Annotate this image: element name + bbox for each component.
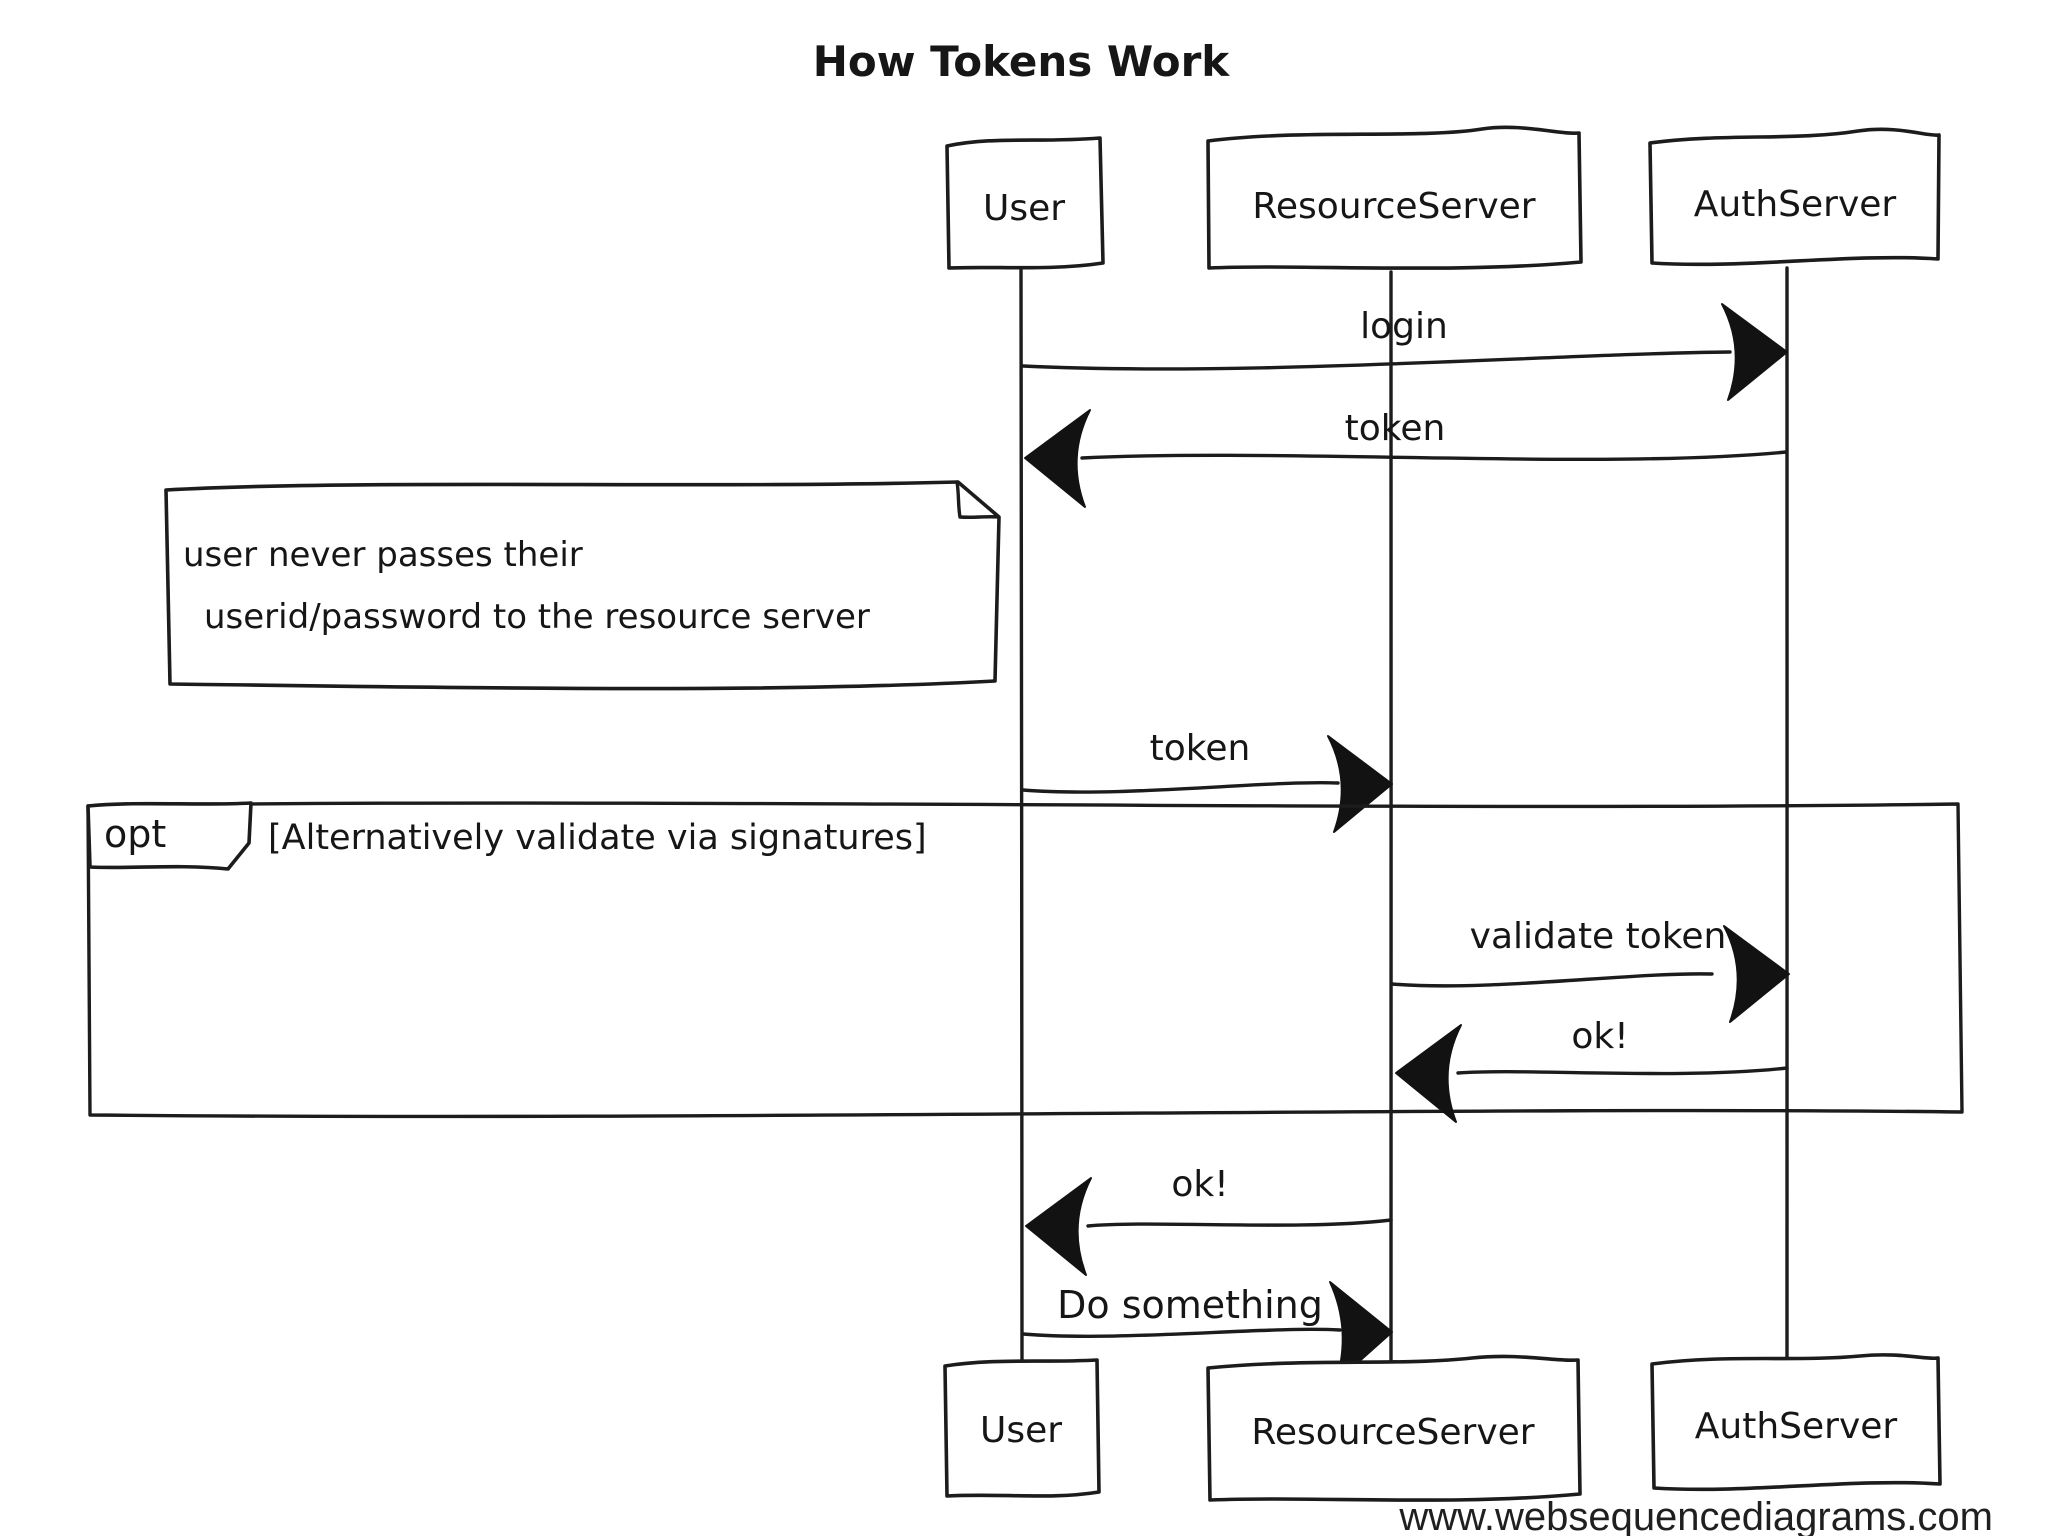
- message-line: [1080, 450, 1788, 462]
- lifeline-resourceserver: [1388, 270, 1394, 1366]
- message-label: ok!: [1171, 1164, 1228, 1205]
- message-line: [1021, 1327, 1342, 1338]
- note-text-line-1: user never passes their: [183, 535, 583, 575]
- actor-label: ResourceServer: [1252, 186, 1535, 227]
- actor-top-resourceserver: ResourceServer: [1206, 125, 1583, 270]
- message-line: [1086, 1218, 1393, 1228]
- actor-box: [1648, 127, 1941, 267]
- arrow-right-icon: [1721, 303, 1788, 401]
- actor-bottom-authserver: AuthServer: [1650, 1353, 1942, 1492]
- message-validate-token: validate token: [1390, 916, 1790, 1023]
- opt-operator-label: opt: [104, 812, 166, 856]
- message-token-to-user: token: [1024, 408, 1788, 508]
- message-line: [1390, 972, 1714, 988]
- actor-label: AuthServer: [1694, 184, 1897, 225]
- watermark: www.websequencediagrams.com: [1398, 1495, 1993, 1536]
- message-login: login: [1021, 303, 1788, 401]
- note-text-line-2: userid/password to the resource server: [204, 597, 870, 637]
- opt-fragment: opt [Alternatively validate via signatur…: [86, 801, 1964, 1123]
- actor-label: ResourceServer: [1251, 1412, 1534, 1453]
- actor-label: User: [980, 1410, 1062, 1451]
- actor-box: [1650, 1353, 1942, 1492]
- actor-label: User: [983, 188, 1065, 229]
- message-label: ok!: [1571, 1016, 1628, 1057]
- actor-box: [943, 1358, 1101, 1498]
- actor-top-authserver: AuthServer: [1648, 127, 1941, 267]
- opt-guard-label: [Alternatively validate via signatures]: [268, 818, 927, 858]
- message-line: [1021, 780, 1340, 794]
- opt-operator-box: [86, 801, 253, 871]
- actor-box: [1206, 1354, 1582, 1502]
- note-fold-icon: [955, 480, 1000, 519]
- message-label: validate token: [1470, 916, 1727, 957]
- message-line: [1021, 350, 1732, 371]
- message-label: Do something: [1057, 1283, 1323, 1327]
- actor-box: [945, 136, 1105, 270]
- arrow-right-icon: [1723, 925, 1790, 1023]
- message-ok-to-user: ok!: [1025, 1164, 1393, 1276]
- message-line: [1456, 1066, 1789, 1076]
- actor-box: [1206, 125, 1583, 270]
- message-label: token: [1345, 408, 1446, 449]
- message-do-something: Do something: [1021, 1281, 1393, 1383]
- diagram-title: How Tokens Work: [813, 37, 1231, 86]
- arrow-right-icon: [1327, 735, 1393, 833]
- note-box: [164, 480, 1001, 691]
- actor-label: AuthServer: [1695, 1406, 1898, 1447]
- arrow-left-icon: [1025, 1177, 1092, 1276]
- opt-frame: [86, 801, 1964, 1119]
- lifeline-user: [1018, 268, 1025, 1364]
- message-label: token: [1150, 728, 1251, 769]
- arrow-left-icon: [1395, 1024, 1462, 1123]
- note: user never passes their userid/password …: [164, 480, 1001, 691]
- actor-bottom-resourceserver: ResourceServer: [1206, 1354, 1582, 1502]
- message-token-to-resourceserver: token: [1021, 728, 1393, 833]
- actor-bottom-user: User: [943, 1358, 1101, 1498]
- message-ok-to-resourceserver: ok!: [1395, 1016, 1789, 1123]
- message-label: login: [1360, 306, 1448, 347]
- lifeline-authserver: [1784, 266, 1790, 1364]
- arrow-left-icon: [1024, 409, 1091, 508]
- actor-top-user: User: [945, 136, 1105, 270]
